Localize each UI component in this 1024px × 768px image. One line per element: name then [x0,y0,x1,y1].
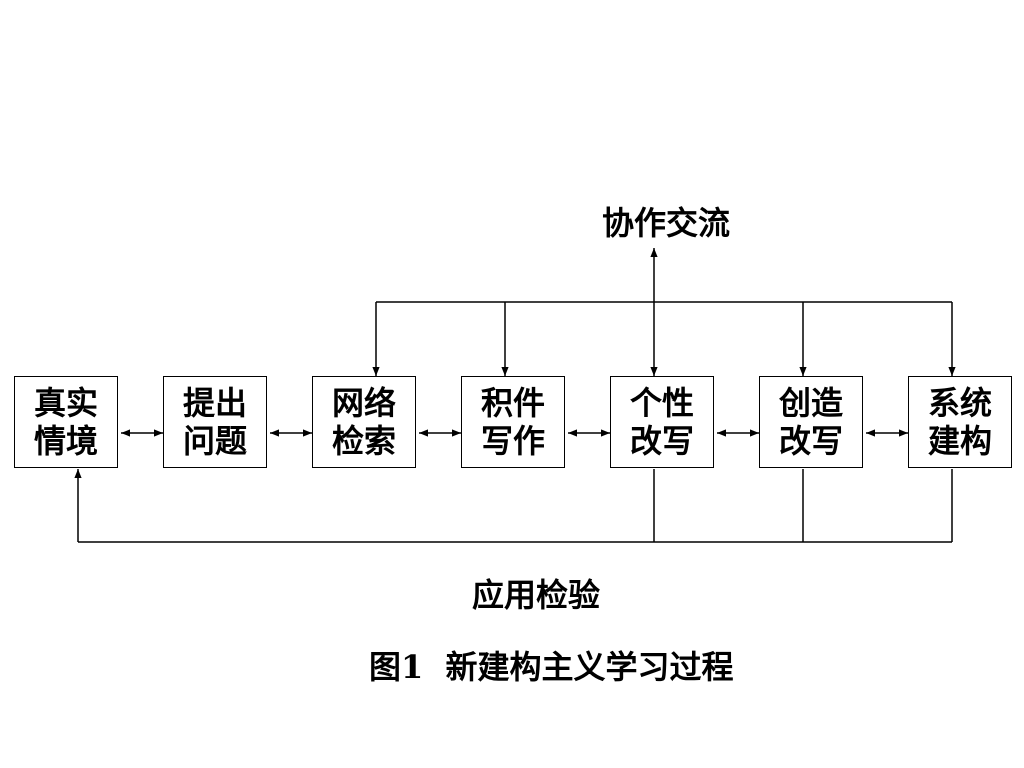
box-web-search: 网络 检索 [312,376,416,468]
box-line: 写作 [480,422,545,460]
box-line: 改写 [778,422,843,460]
box-system-construction: 系统 建构 [908,376,1012,468]
box-line: 网络 [331,384,396,422]
box-line: 改写 [629,422,694,460]
box-line: 真实 [33,384,98,422]
collaboration-label: 协作交流 [602,204,731,242]
box-component-writing: 积件 写作 [461,376,565,468]
box-personal-rewrite: 个性 改写 [610,376,714,468]
box-real-context: 真实 情境 [14,376,118,468]
box-line: 系统 [927,384,992,422]
application-test-label: 应用检验 [472,576,601,614]
box-line: 建构 [927,422,992,460]
box-line: 提出 [182,384,247,422]
box-line: 积件 [480,384,545,422]
box-line: 情境 [33,422,98,460]
box-line: 个性 [629,384,694,422]
box-raise-question: 提出 问题 [163,376,267,468]
box-line: 检索 [331,422,396,460]
box-line: 问题 [182,422,247,460]
box-line: 创造 [778,384,843,422]
box-creative-rewrite: 创造 改写 [759,376,863,468]
figure-caption: 图1 新建构主义学习过程 [369,648,734,686]
